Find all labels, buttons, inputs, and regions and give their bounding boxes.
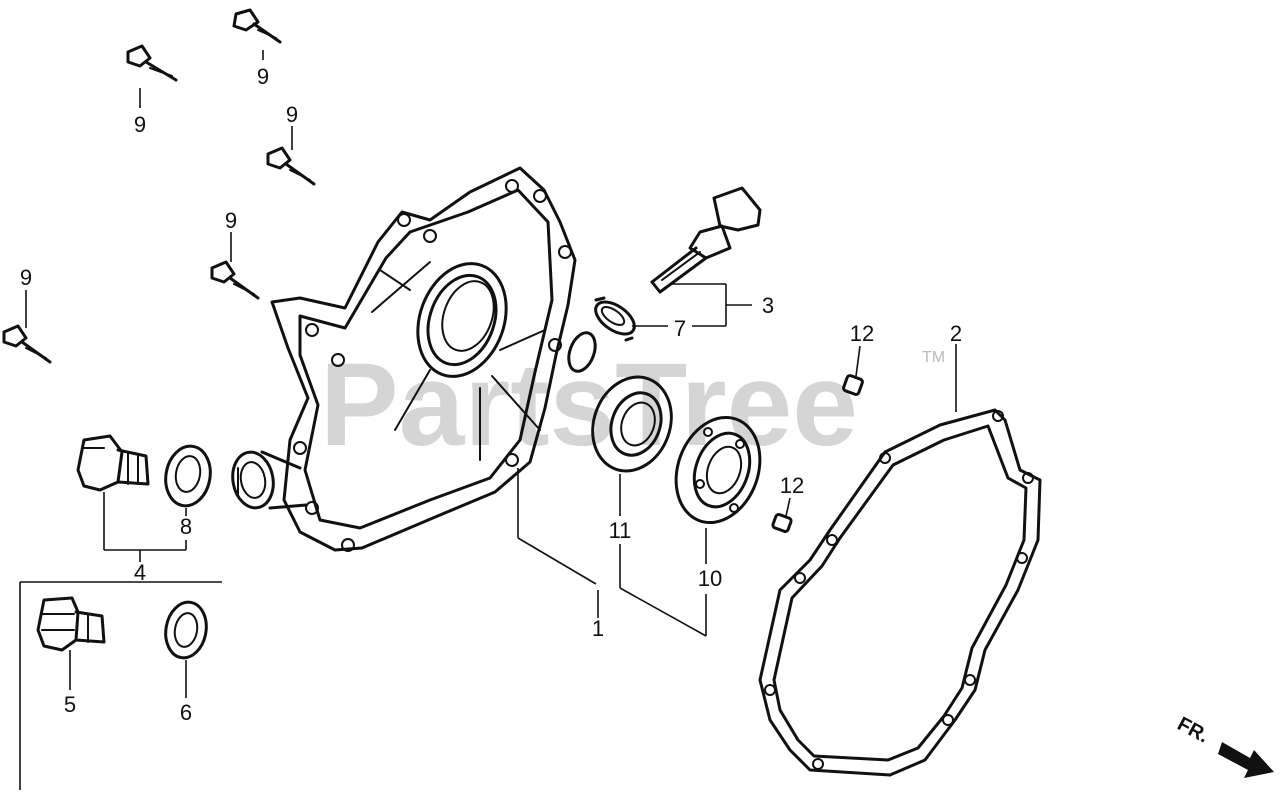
oil-filler-spout[interactable] bbox=[228, 449, 308, 511]
callout-9-middle[interactable]: 9 bbox=[286, 102, 298, 127]
washer-8[interactable] bbox=[161, 443, 215, 510]
callout-12-upper[interactable]: 12 bbox=[850, 321, 874, 346]
dowel-pin-upper[interactable] bbox=[842, 374, 864, 396]
callout-5[interactable]: 5 bbox=[64, 692, 76, 717]
watermark-text: PartsTree bbox=[320, 339, 858, 471]
oil-seal-11[interactable] bbox=[580, 366, 684, 482]
ball-bearing-10[interactable] bbox=[662, 406, 774, 535]
callout-9-upper-left[interactable]: 9 bbox=[134, 112, 146, 137]
front-label: FR. bbox=[1174, 713, 1213, 748]
drain-plug-assembly-4[interactable] bbox=[76, 434, 150, 492]
callout-9-center-left[interactable]: 9 bbox=[225, 208, 237, 233]
callout-6[interactable]: 6 bbox=[180, 700, 192, 725]
callout-7[interactable]: 7 bbox=[674, 316, 686, 341]
callout-labels: 9 9 9 9 9 3 7 12 2 12 11 10 1 8 4 5 6 bbox=[20, 64, 962, 725]
callout-9-far-left[interactable]: 9 bbox=[20, 265, 32, 290]
callout-2[interactable]: 2 bbox=[950, 321, 962, 346]
callout-12-lower[interactable]: 12 bbox=[780, 473, 804, 498]
front-direction-indicator: FR. bbox=[1174, 713, 1274, 778]
drain-bolt-5[interactable] bbox=[36, 596, 106, 652]
bolt-9-far-left[interactable] bbox=[2, 324, 52, 364]
crankcase-cover[interactable] bbox=[270, 166, 600, 552]
trademark-mark: TM bbox=[922, 349, 945, 366]
front-arrow-icon bbox=[1218, 742, 1274, 778]
alternate-parts-bracket bbox=[19, 581, 222, 790]
bolt-9-upper-left[interactable] bbox=[126, 44, 178, 82]
dipstick[interactable] bbox=[650, 186, 762, 294]
bolt-9-middle[interactable] bbox=[266, 146, 316, 186]
o-ring-7[interactable] bbox=[590, 296, 640, 342]
dowel-pin-lower[interactable] bbox=[771, 513, 793, 533]
callout-10[interactable]: 10 bbox=[698, 566, 722, 591]
callout-1[interactable]: 1 bbox=[592, 616, 604, 641]
callout-3[interactable]: 3 bbox=[762, 293, 774, 318]
bolt-9-center-left[interactable] bbox=[210, 260, 260, 300]
callout-4[interactable]: 4 bbox=[134, 560, 146, 585]
leader-lines bbox=[25, 50, 957, 698]
bolt-9-top[interactable] bbox=[232, 8, 282, 44]
callout-8[interactable]: 8 bbox=[180, 514, 192, 539]
callout-9-top[interactable]: 9 bbox=[257, 64, 269, 89]
cover-gasket[interactable] bbox=[758, 408, 1042, 777]
washer-6[interactable] bbox=[161, 599, 210, 661]
callout-11[interactable]: 11 bbox=[609, 518, 632, 543]
